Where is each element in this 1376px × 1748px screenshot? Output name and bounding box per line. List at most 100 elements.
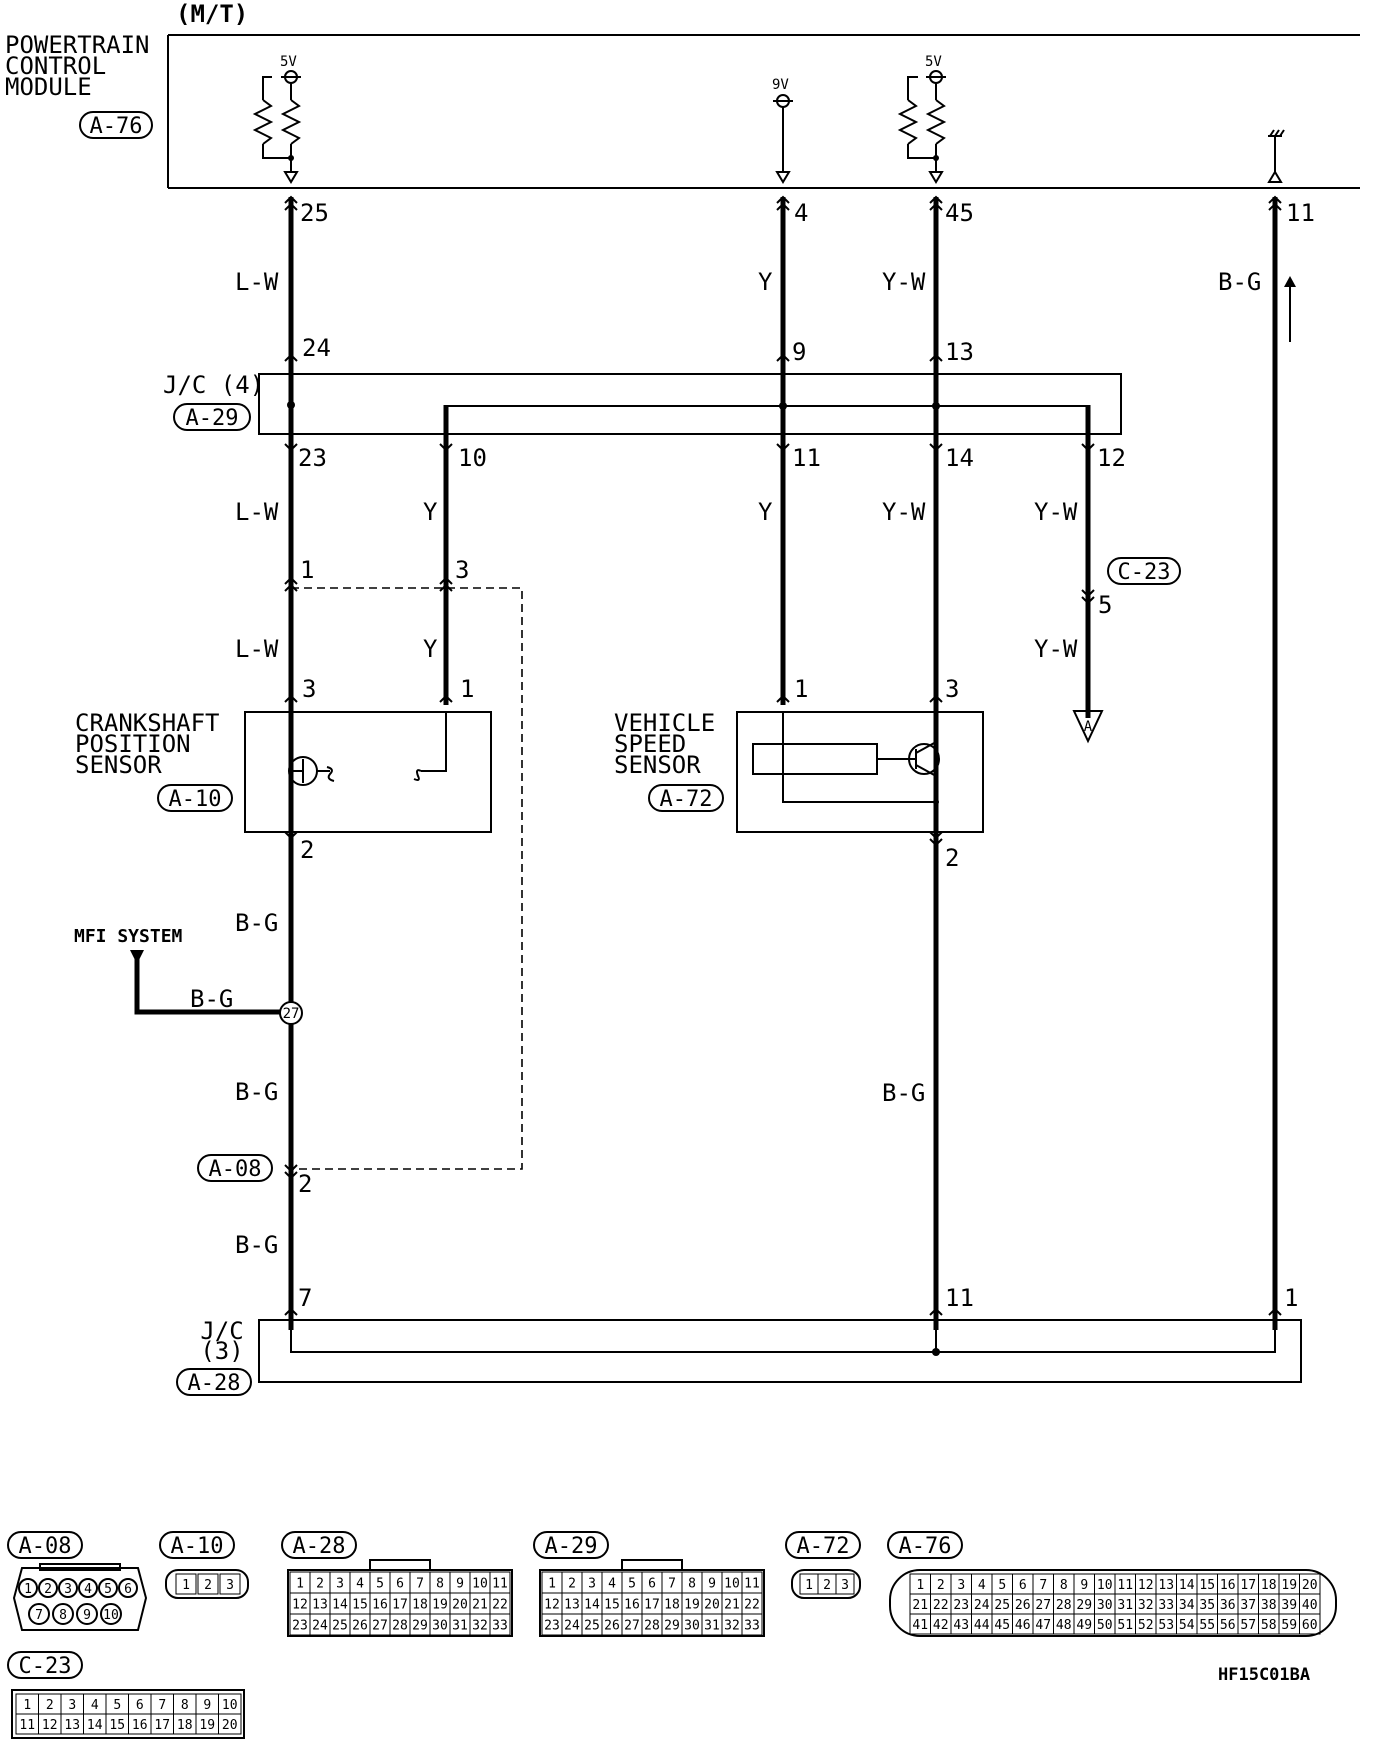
pcm-module: POWERTRAIN CONTROL MODULE A-76 5V 9V xyxy=(5,31,1360,189)
connector-pin-a10 xyxy=(219,1573,241,1595)
connector-pin-number: 1 xyxy=(24,1582,32,1597)
wire-color-label: B-G xyxy=(190,985,233,1013)
connector-pin-number: 22 xyxy=(744,1598,760,1613)
ground-icon xyxy=(1267,129,1285,183)
pcm-name-line1: POWERTRAIN xyxy=(5,31,150,59)
connector-pin-a08 xyxy=(98,1578,118,1598)
wire-color-label: Y-W xyxy=(1034,635,1078,663)
supply-5v-b: 5V xyxy=(925,54,942,70)
connector-pin-number: 15 xyxy=(109,1718,125,1733)
connector-pin-number: 6 xyxy=(648,1577,656,1592)
connector-pin-number: 46 xyxy=(1015,1618,1031,1633)
connector-pin-number: 2 xyxy=(44,1582,52,1597)
pcm-ref-badge xyxy=(79,111,153,139)
connector-pin-number: 3 xyxy=(957,1578,965,1593)
connector-pin-number: 2 xyxy=(937,1578,945,1593)
connector-pin-number: 47 xyxy=(1035,1618,1051,1633)
pin-number: 2 xyxy=(945,844,959,872)
wire-color-label: Y xyxy=(423,498,438,526)
connector-a08-face xyxy=(12,1567,148,1631)
connector-pin-number: 1 xyxy=(548,1577,556,1592)
connector-pin-number: 15 xyxy=(604,1598,620,1613)
pin-number: 3 xyxy=(945,675,959,703)
pin-number: 3 xyxy=(302,675,316,703)
connector-pin-number: 3 xyxy=(68,1698,76,1713)
connector-pin-number: 7 xyxy=(416,1577,424,1592)
connector-pin-number: 24 xyxy=(564,1619,580,1634)
pin-number: 11 xyxy=(1286,199,1315,227)
connector-pin-number: 16 xyxy=(624,1598,640,1613)
connector-pin-number: 13 xyxy=(564,1598,580,1613)
pullup-resistor-icon xyxy=(252,70,302,184)
connector-pin-number: 8 xyxy=(436,1577,444,1592)
connector-pin-number: 19 xyxy=(684,1598,700,1613)
connector-pin-number: 17 xyxy=(1240,1578,1256,1593)
connector-pin-number: 23 xyxy=(544,1619,560,1634)
connector-pin-number: 9 xyxy=(1080,1578,1088,1593)
connector-pin-number: 21 xyxy=(724,1598,740,1613)
connector-pin-number: 21 xyxy=(472,1598,488,1613)
connector-pin-number: 3 xyxy=(64,1582,72,1597)
connector-pin-number: 7 xyxy=(35,1608,43,1623)
connector-pin-a28 xyxy=(489,1613,511,1636)
connector-pin-number: 35 xyxy=(1199,1598,1215,1613)
pcm-name-line3: MODULE xyxy=(5,73,92,101)
vss-ref: A-72 xyxy=(660,787,713,812)
connector-pin-number: 21 xyxy=(912,1598,928,1613)
pin-number: 5 xyxy=(1098,591,1112,619)
connector-pin-number: 30 xyxy=(1097,1598,1113,1613)
connector-pin-number: 15 xyxy=(1199,1578,1215,1593)
pin-number: 2 xyxy=(298,1170,312,1198)
connector-pin-number: 17 xyxy=(154,1718,170,1733)
splice-27: 27 xyxy=(283,1006,300,1022)
connector-pin-number: 25 xyxy=(584,1619,600,1634)
connector-a72-face xyxy=(791,1569,861,1599)
pin-numbers: 25 4 45 11 24 9 13 23 10 11 14 12 1 3 3 … xyxy=(298,199,1315,1312)
connector-pin-number: 3 xyxy=(336,1577,344,1592)
connector-pin-number: 41 xyxy=(912,1618,928,1633)
connector-pin-number: 17 xyxy=(644,1598,660,1613)
pullup-resistor-icon xyxy=(897,70,947,184)
pin-number: 24 xyxy=(302,334,331,362)
connector-pin-number: 10 xyxy=(103,1608,119,1623)
connector-pin-number: 14 xyxy=(87,1718,103,1733)
connector-pin-a72 xyxy=(835,1573,855,1595)
connector-pin-a29 xyxy=(741,1613,763,1636)
wire-color-label: B-G xyxy=(882,1079,925,1107)
connector-pin-number: 20 xyxy=(1302,1578,1318,1593)
supply-5v-a: 5V xyxy=(280,54,297,70)
connector-pin-number: 1 xyxy=(296,1577,304,1592)
connector-pin-number: 31 xyxy=(452,1619,468,1634)
connector-pin-number: 33 xyxy=(1158,1598,1174,1613)
connector-pin-number: 12 xyxy=(1138,1578,1154,1593)
connector-pin-number: 5 xyxy=(104,1582,112,1597)
c23-ref: C-23 xyxy=(1118,560,1171,585)
connector-pin-number: 2 xyxy=(568,1577,576,1592)
pin-number: 3 xyxy=(455,556,469,584)
junction-connector-3: J/C (3) A-28 xyxy=(176,1317,1302,1396)
connector-pin-number: 16 xyxy=(132,1718,148,1733)
wire-color-label: Y xyxy=(758,268,773,296)
wire-labels: L-W Y Y-W B-G L-W Y Y Y-W Y-W L-W Y Y-W … xyxy=(190,268,1261,1259)
offpage-connector: A xyxy=(1072,710,1104,744)
connector-pin-number: 25 xyxy=(332,1619,348,1634)
pin-number: 25 xyxy=(300,199,329,227)
connector-pin-a10 xyxy=(197,1573,219,1595)
connector-pin-number: 13 xyxy=(312,1598,328,1613)
jc4-name: J/C (4) xyxy=(163,371,264,399)
connector-pin-number: 5 xyxy=(998,1578,1006,1593)
pin-number: 1 xyxy=(300,556,314,584)
connector-pin-number: 59 xyxy=(1281,1618,1297,1633)
conn-a28-ref: A-28 xyxy=(293,1534,346,1559)
pcm-ref: A-76 xyxy=(90,114,143,139)
connector-pin-number: 57 xyxy=(1240,1618,1256,1633)
wire-color-label: B-G xyxy=(235,1231,278,1259)
junction-connector-4: J/C (4) A-29 xyxy=(163,355,1122,435)
pin-number: 11 xyxy=(792,444,821,472)
connector-pin-number: 3 xyxy=(226,1578,234,1593)
mfi-system-label: MFI SYSTEM xyxy=(74,926,183,947)
connector-pin-number: 11 xyxy=(492,1577,508,1592)
pullup-9v-icon xyxy=(773,94,793,184)
connector-pin-c23 xyxy=(218,1713,242,1735)
